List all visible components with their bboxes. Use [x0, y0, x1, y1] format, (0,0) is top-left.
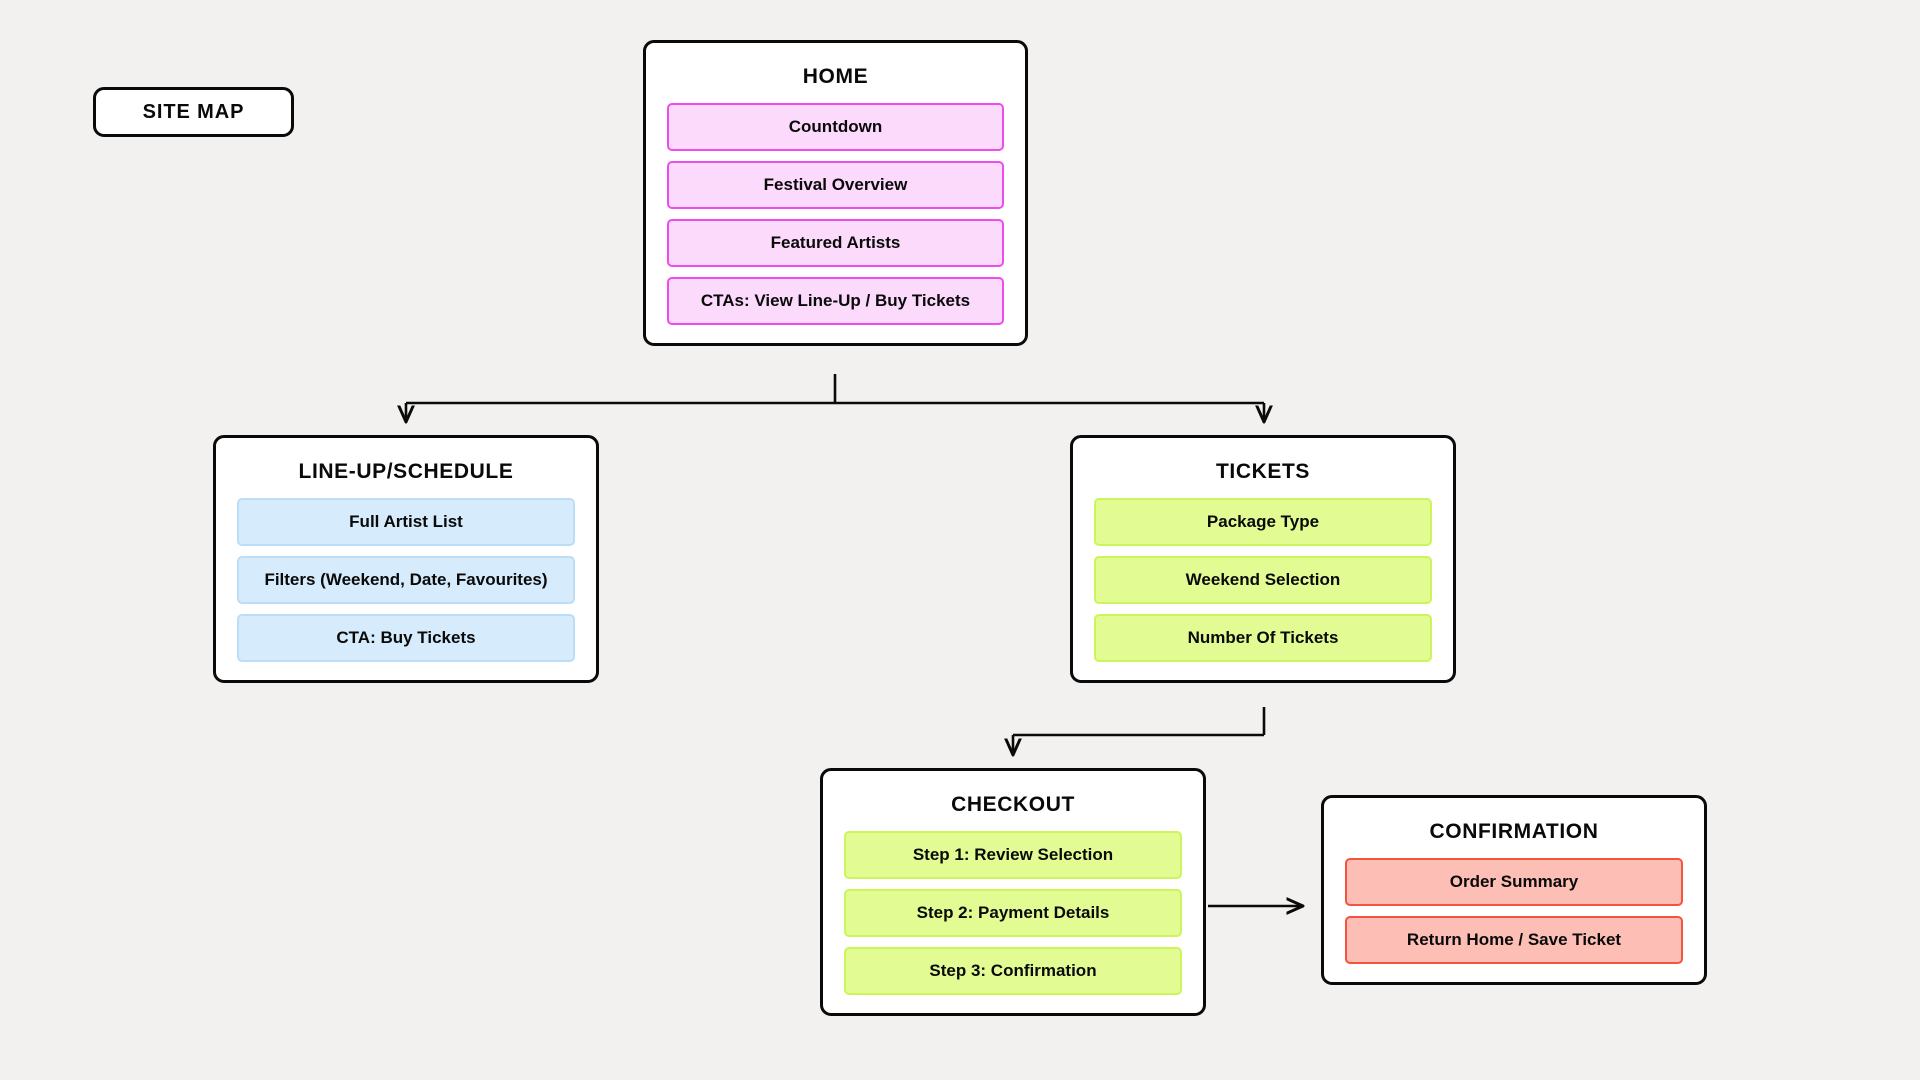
node-home-title: HOME	[802, 65, 869, 88]
node-confirmation-items: Order Summary Return Home / Save Ticket	[1345, 858, 1683, 964]
node-checkout-item-step-2[interactable]: Step 2: Payment Details	[844, 889, 1182, 937]
node-confirmation-item-order-summary[interactable]: Order Summary	[1345, 858, 1683, 906]
node-home-item-countdown[interactable]: Countdown	[667, 103, 1004, 151]
node-tickets-item-weekend-selection[interactable]: Weekend Selection	[1094, 556, 1432, 604]
node-lineup-item-full-artist-list[interactable]: Full Artist List	[237, 498, 575, 546]
node-checkout[interactable]: CHECKOUT Step 1: Review Selection Step 2…	[820, 768, 1206, 1016]
node-confirmation-title: CONFIRMATION	[1429, 820, 1599, 843]
node-lineup-item-cta-buy-tickets[interactable]: CTA: Buy Tickets	[237, 614, 575, 662]
node-checkout-item-step-3[interactable]: Step 3: Confirmation	[844, 947, 1182, 995]
node-home[interactable]: HOME Countdown Festival Overview Feature…	[643, 40, 1028, 346]
node-confirmation[interactable]: CONFIRMATION Order Summary Return Home /…	[1321, 795, 1707, 985]
node-checkout-title: CHECKOUT	[951, 793, 1075, 816]
node-tickets[interactable]: TICKETS Package Type Weekend Selection N…	[1070, 435, 1456, 683]
node-home-item-festival-overview[interactable]: Festival Overview	[667, 161, 1004, 209]
site-map-legend: SITE MAP	[93, 87, 294, 137]
node-home-items: Countdown Festival Overview Featured Art…	[667, 103, 1004, 325]
node-confirmation-item-return-home[interactable]: Return Home / Save Ticket	[1345, 916, 1683, 964]
node-checkout-items: Step 1: Review Selection Step 2: Payment…	[844, 831, 1182, 995]
node-tickets-title: TICKETS	[1215, 460, 1311, 483]
node-tickets-items: Package Type Weekend Selection Number Of…	[1094, 498, 1432, 662]
node-lineup-schedule[interactable]: LINE-UP/SCHEDULE Full Artist List Filter…	[213, 435, 599, 683]
connector-tickets-checkout	[1013, 707, 1266, 755]
node-tickets-item-number-of-tickets[interactable]: Number Of Tickets	[1094, 614, 1432, 662]
node-lineup-item-filters[interactable]: Filters (Weekend, Date, Favourites)	[237, 556, 575, 604]
node-home-item-ctas[interactable]: CTAs: View Line-Up / Buy Tickets	[667, 277, 1004, 325]
connector-home-branch	[406, 374, 1264, 422]
node-checkout-item-step-1[interactable]: Step 1: Review Selection	[844, 831, 1182, 879]
site-map-legend-label: SITE MAP	[142, 100, 245, 123]
node-home-item-featured-artists[interactable]: Featured Artists	[667, 219, 1004, 267]
node-tickets-item-package-type[interactable]: Package Type	[1094, 498, 1432, 546]
node-lineup-schedule-items: Full Artist List Filters (Weekend, Date,…	[237, 498, 575, 662]
node-lineup-schedule-title: LINE-UP/SCHEDULE	[298, 460, 514, 483]
